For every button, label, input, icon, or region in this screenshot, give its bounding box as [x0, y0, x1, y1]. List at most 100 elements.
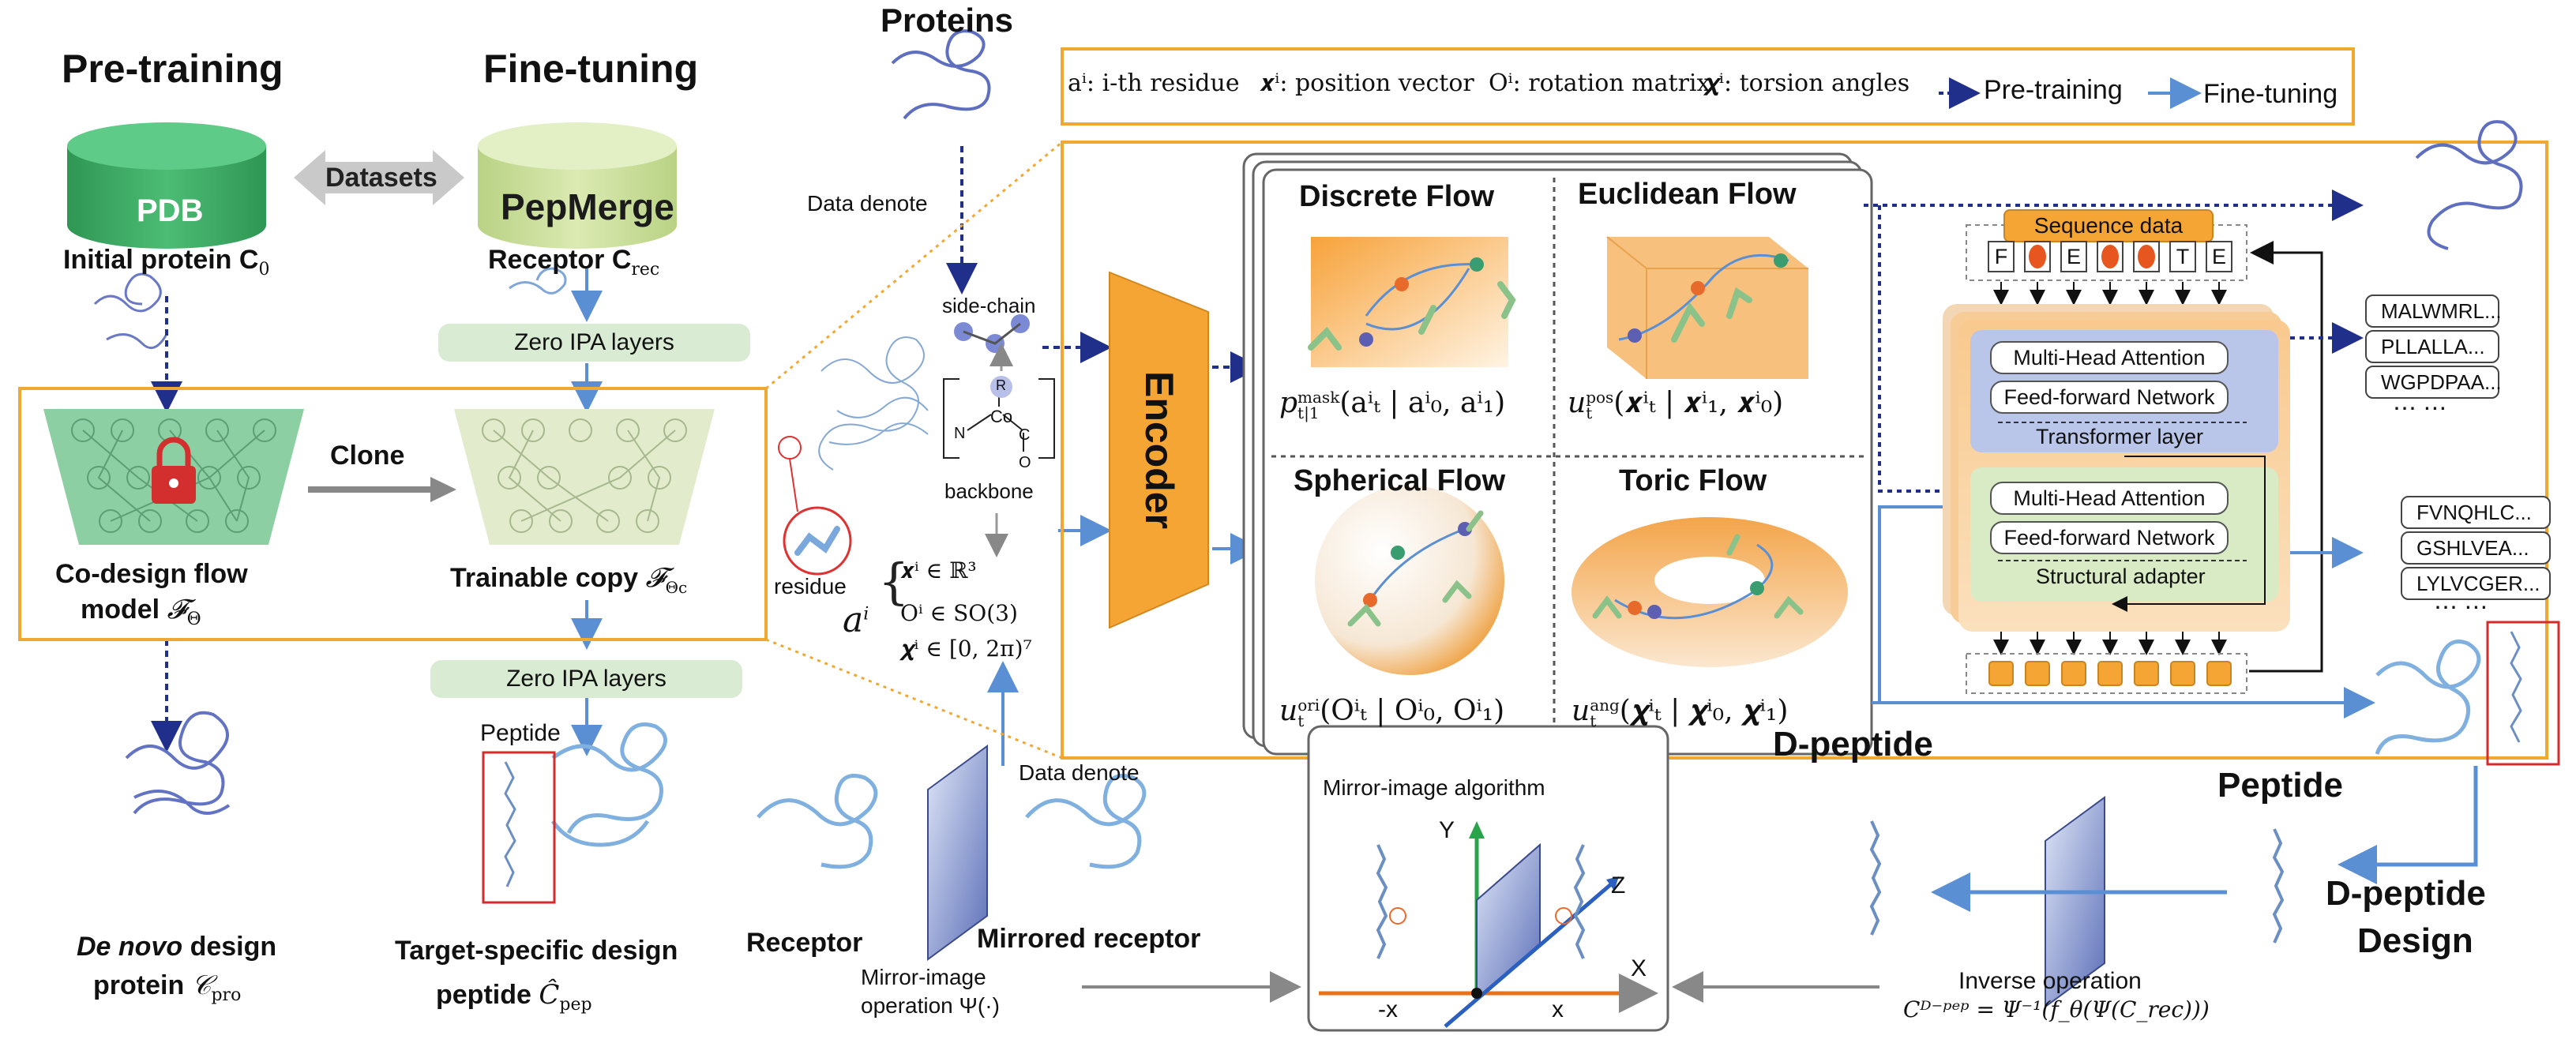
mirror-op-line2: operation Ψ(·): [861, 993, 1000, 1018]
dpeptide-design-line1: D-peptide: [2326, 874, 2486, 913]
residue-cloud: [818, 336, 929, 471]
side-chain-label: side-chain: [942, 294, 1036, 317]
dpeptide-design-arrow: [2338, 766, 2478, 884]
sequence-data-label: Sequence data: [2003, 209, 2214, 242]
codesign-model-line2: model 𝓕Θ: [81, 594, 201, 629]
mirror-plane-3: [2045, 796, 2105, 1008]
discrete-flow-graphic: [1308, 237, 1516, 367]
clone-label: Clone: [330, 441, 405, 471]
encoder-block: [1109, 271, 1209, 629]
residue-small-circle: [778, 436, 802, 460]
protein-thumbnail-receptor: [509, 267, 567, 295]
mirrored-receptor-structure: [1025, 774, 1147, 869]
legend-chi: 𝝌ⁱ: torsion angles: [1704, 69, 1910, 97]
axis-x-label: X: [1631, 955, 1647, 981]
peptide-highlight-box: [482, 751, 556, 904]
mirror-plane-1: [927, 745, 988, 961]
protein-thumbnail-left: [93, 272, 167, 350]
output-seq-top-0: MALWMRL...: [2365, 295, 2502, 328]
euclidean-flow-graphic: [1606, 236, 1808, 379]
peptide-chain: [504, 761, 516, 887]
set-chi: 𝝌ⁱ ∈ [0, 2π)⁷: [900, 636, 1032, 662]
token-6: E: [2206, 241, 2232, 272]
pretraining-title: Pre-training: [62, 47, 284, 91]
euclidean-flow-title: Euclidean Flow: [1578, 178, 1797, 211]
brace-glyph: {: [878, 553, 910, 610]
toric-flow-title: Toric Flow: [1619, 464, 1767, 497]
legend-finetuning: Fine-tuning: [2203, 79, 2338, 109]
mha-top: Multi-Head Attention: [1990, 341, 2229, 374]
proteins-structure: [891, 29, 991, 120]
residue-label: residue: [774, 574, 847, 598]
trainable-network-trapezoid: [454, 409, 715, 545]
transformer-layer-label: Transformer layer: [2036, 425, 2204, 448]
mha-bottom: Multi-Head Attention: [1990, 482, 2229, 515]
o-label: O: [1019, 454, 1031, 471]
axis-y-label: Y: [1439, 817, 1455, 843]
token-5: T: [2169, 241, 2196, 272]
right-protein-structure: [2415, 120, 2523, 250]
right-peptide-highlight: [2486, 621, 2560, 766]
encoder-label: Encoder: [1137, 370, 1181, 530]
output-dots-top: ⋯ ⋯: [2393, 396, 2447, 422]
r-label: R: [996, 377, 1006, 393]
legend-x: 𝒙ⁱ: position vector: [1260, 69, 1474, 97]
pos-x-label: x: [1552, 996, 1564, 1022]
datasets-double-arrow: [294, 150, 464, 205]
side-chain-icon: [954, 314, 1030, 353]
ffn-top: Feed-forward Network: [1990, 381, 2229, 414]
framework-box: [1061, 141, 2548, 760]
neg-x-label: -x: [1378, 996, 1398, 1022]
peptide-label-right: Peptide: [2217, 766, 2343, 805]
mirror-op-line1: Mirror-image: [861, 965, 986, 989]
c-label: C: [1019, 426, 1031, 444]
output-seq-bottom-0: FVNQHLC...: [2401, 496, 2551, 529]
legend-a: aⁱ: i-th residue: [1068, 69, 1240, 97]
data-denote-top: Data denote: [807, 191, 928, 216]
datasets-label: Datasets: [325, 163, 437, 193]
spherical-flow-graphic: [1315, 486, 1504, 675]
token-3-masked: [2097, 241, 2124, 272]
d-peptide-label: D-peptide: [1773, 725, 1933, 763]
backbone-label: backbone: [944, 479, 1034, 503]
inverse-formula: Cᴰ⁻ᵖᵉᵖ = Ψ⁻¹(f_θ(Ψ(C_rec))): [1903, 996, 2210, 1022]
receptor-label: Receptor Crec: [488, 245, 660, 280]
output-tokens-box: [1966, 653, 2247, 694]
legend-o: Oⁱ: rotation matrix: [1489, 69, 1710, 97]
pepmerge-database-icon: [478, 122, 677, 249]
receptor-bottom-label: Receptor: [746, 928, 863, 958]
output-seq-top-1: PLLALLA...: [2365, 330, 2499, 363]
set-o: Oⁱ ∈ SO(3): [900, 600, 1018, 626]
backbone-schematic: [943, 378, 1055, 459]
mirror-algorithm-box: [1307, 725, 1669, 1032]
model-frame-box: [18, 387, 768, 641]
discrete-flow-title: Discrete Flow: [1299, 180, 1495, 213]
dpeptide-design-line2: Design: [2357, 921, 2473, 960]
data-denote-bottom: Data denote: [1019, 760, 1140, 785]
d-peptide-chain: [1869, 820, 1882, 936]
target-line2: peptide Ĉpep: [436, 979, 592, 1015]
peptide-chain-right: [2272, 828, 2285, 944]
co-label: Co: [990, 407, 1013, 426]
pdb-label: PDB: [137, 193, 204, 228]
right-complex-structure: [2375, 640, 2481, 755]
residue-zoom-stick: [794, 526, 840, 556]
token-0: F: [1988, 241, 2015, 272]
axis-z-label: Z: [1611, 872, 1626, 899]
lock-icon: [152, 437, 196, 504]
set-x: 𝒙ⁱ ∈ ℝ³: [900, 557, 977, 583]
trainable-copy-label: Trainable copy 𝓕Θc: [450, 562, 688, 597]
peptide-label-left: Peptide: [480, 720, 561, 746]
clone-arrow: [308, 477, 456, 502]
output-seq-bottom-2: LYLVCGER...: [2401, 567, 2551, 600]
inverse-op-label: Inverse operation: [1958, 968, 2142, 994]
zero-ipa-layers-bottom: Zero IPA layers: [430, 660, 742, 698]
structural-adapter-label: Structural adapter: [2036, 565, 2206, 588]
legend-box: [1061, 47, 2355, 126]
target-peptide-structure: [550, 722, 667, 847]
finetuning-title: Fine-tuning: [483, 47, 699, 91]
